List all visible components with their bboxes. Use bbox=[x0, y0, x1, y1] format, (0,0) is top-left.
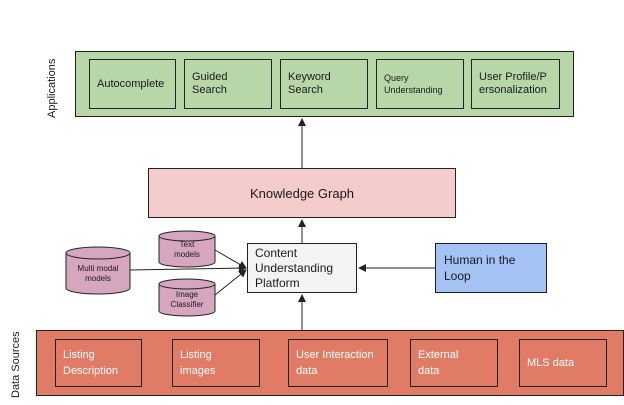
multi-modal-cylinder bbox=[65, 246, 131, 295]
autocomplete-box: Autocomplete bbox=[89, 59, 176, 109]
user-interaction-label: User Interaction data bbox=[296, 349, 374, 377]
text-models-cylinder bbox=[158, 230, 216, 268]
guided-search-label: Guided Search bbox=[192, 71, 228, 96]
guided-search-box: Guided Search bbox=[184, 59, 272, 109]
arrow-image-classifier-to-cup bbox=[214, 269, 247, 296]
external-data-label: External data bbox=[418, 349, 459, 377]
text-models-label: Text models bbox=[174, 240, 200, 259]
image-classifier-cylinder bbox=[158, 278, 216, 317]
knowledge-graph-box: Knowledge Graph bbox=[148, 168, 456, 218]
mls-data-label: MLS data bbox=[527, 357, 575, 369]
autocomplete-label: Autocomplete bbox=[97, 77, 165, 90]
human-in-loop-box: Human in the Loop bbox=[435, 243, 547, 293]
content-understanding-box: Content Understanding Platform bbox=[247, 243, 357, 293]
human-in-loop-label: Human in the Loop bbox=[444, 253, 516, 283]
user-profile-box: User Profile/Personalization bbox=[471, 59, 560, 109]
user-profile-label: User Profile/Personalization bbox=[479, 71, 547, 96]
image-classifier-label: Image Classifier bbox=[170, 290, 204, 309]
query-understanding-label: Query Understanding bbox=[384, 73, 443, 95]
listing-images-box: Listing images bbox=[172, 339, 260, 387]
mls-data-box: MLS data bbox=[519, 339, 607, 387]
listing-description-box: Listing Description bbox=[55, 339, 142, 387]
listing-images-label: Listing images bbox=[180, 349, 216, 377]
multi-modal-label: Multi modal models bbox=[77, 264, 119, 283]
keyword-search-box: Keyword Search bbox=[280, 59, 368, 109]
query-understanding-box: Query Understanding bbox=[376, 59, 464, 109]
listing-description-label: Listing Description bbox=[63, 349, 119, 377]
arrow-text-models-to-cup bbox=[214, 249, 247, 269]
keyword-search-label: Keyword Search bbox=[288, 71, 331, 96]
external-data-box: External data bbox=[410, 339, 498, 387]
user-interaction-box: User Interaction data bbox=[288, 339, 388, 387]
knowledge-graph-label: Knowledge Graph bbox=[249, 185, 355, 201]
content-understanding-label: Content Understanding Platform bbox=[255, 245, 334, 290]
arrow-multi-modal-to-cup bbox=[129, 264, 247, 273]
